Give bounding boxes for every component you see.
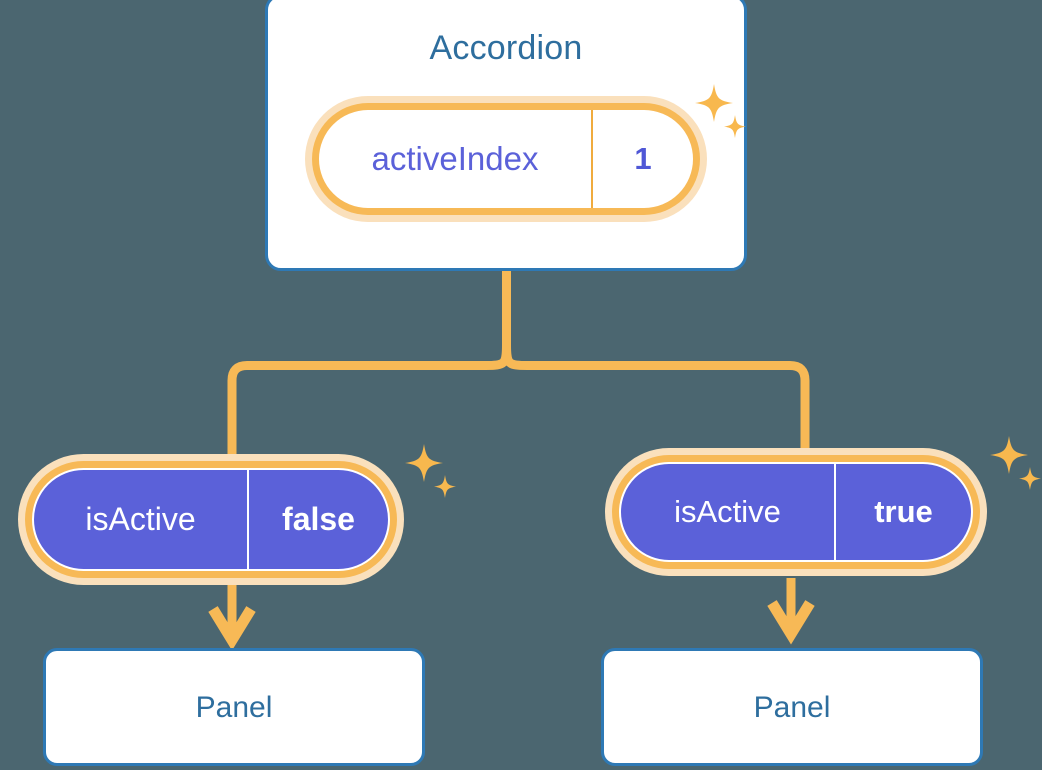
state-pill-activeindex[interactable]: activeIndex 1 xyxy=(305,96,707,222)
state-pill-isactive-left[interactable]: isActive false xyxy=(18,454,404,585)
panel-component-card-left[interactable]: Panel xyxy=(43,648,425,766)
state-key-label: isActive xyxy=(621,464,836,560)
panel-card-title: Panel xyxy=(195,691,273,724)
pill-highlight-ring: isActive false xyxy=(25,461,397,578)
connector-to-right-branch xyxy=(502,344,810,462)
state-pill-isactive-right[interactable]: isActive true xyxy=(605,448,987,576)
state-key-label: activeIndex xyxy=(319,110,593,208)
panel-card-title: Panel xyxy=(753,691,831,724)
state-value-label: 1 xyxy=(634,141,652,176)
panel-component-card-right[interactable]: Panel xyxy=(601,648,983,766)
pill-body: activeIndex 1 xyxy=(319,110,693,208)
state-value-label: true xyxy=(874,494,933,529)
arrow-left-pill-to-panel xyxy=(208,585,256,651)
pill-body: isActive true xyxy=(619,462,973,562)
arrow-right-pill-to-panel xyxy=(767,578,815,645)
pill-highlight-ring: isActive true xyxy=(612,455,980,569)
connector-to-left-branch xyxy=(227,344,511,470)
state-key-label: isActive xyxy=(34,470,249,569)
pill-highlight-ring: activeIndex 1 xyxy=(312,103,700,215)
state-value-label: false xyxy=(282,501,355,537)
pill-body: isActive false xyxy=(32,468,390,571)
accordion-card-title: Accordion xyxy=(429,29,583,67)
